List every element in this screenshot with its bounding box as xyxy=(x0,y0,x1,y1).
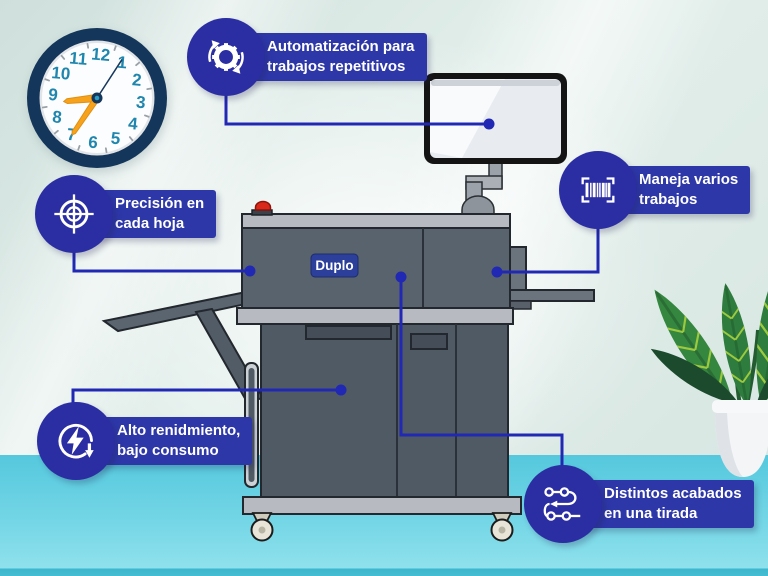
clock-number: 3 xyxy=(135,93,146,113)
target-icon xyxy=(35,175,113,253)
barcode-icon xyxy=(559,151,637,229)
connector-dot xyxy=(483,118,495,130)
power-saving-icon xyxy=(37,402,115,480)
callout-text-line: en una tirada xyxy=(604,505,698,522)
clock-number: 4 xyxy=(127,114,139,134)
callout-text-line: Precisión en xyxy=(115,195,205,212)
plant-pot xyxy=(712,400,768,477)
duplo-machine-illustration: Duplo xyxy=(101,73,595,542)
callout-text-line: Automatización para xyxy=(267,38,415,55)
screen-arm xyxy=(461,159,503,216)
connector-dot xyxy=(491,266,503,278)
callout-text-line: trabajos xyxy=(639,191,698,208)
connector-dot xyxy=(335,384,347,396)
clock-number: 10 xyxy=(51,63,72,84)
control-screen xyxy=(424,73,567,164)
gear-sync-icon xyxy=(187,18,265,96)
clock-number: 1 xyxy=(117,53,128,73)
callout-automation: Automatización para trabajos repetitivos xyxy=(187,18,427,96)
connector-multi-jobs xyxy=(499,228,600,274)
callout-text-line: bajo consumo xyxy=(117,442,219,459)
clock-number: 12 xyxy=(91,44,112,65)
clock-number: 6 xyxy=(88,133,99,153)
vent-slot xyxy=(305,325,392,340)
callout-text-line: Maneja varios xyxy=(639,171,739,188)
plant-leaf-striped xyxy=(747,246,768,411)
caster-wheel xyxy=(490,512,514,542)
vent-slot xyxy=(410,333,448,350)
callout-text-line: trabajos repetitivos xyxy=(267,58,406,75)
potted-plant xyxy=(643,246,768,477)
clock-number: 5 xyxy=(110,129,121,149)
plant-leaf-striped xyxy=(713,281,759,409)
callout-finishes: Distintos acabados en una tirada xyxy=(524,465,754,543)
machine-head xyxy=(241,213,511,309)
callout-text-line: cada hoja xyxy=(115,215,185,232)
connector-precision xyxy=(72,251,248,273)
connector-finishes xyxy=(399,279,564,466)
connector-efficiency xyxy=(71,388,339,403)
duplo-logo-text: Duplo xyxy=(315,258,353,273)
machine-base xyxy=(242,496,522,515)
clock-number: 8 xyxy=(52,107,63,127)
connector-dot xyxy=(395,271,407,283)
callout-text-line: Alto renidmiento, xyxy=(117,422,241,439)
wall-clock: 12 1 2 3 4 5 6 7 8 9 10 11 xyxy=(27,28,167,168)
clock-number: 11 xyxy=(69,48,89,68)
callout-precision: Precisión en cada hoja xyxy=(35,175,217,253)
callout-text-line: Distintos acabados xyxy=(604,485,742,502)
emergency-stop-button xyxy=(251,200,273,216)
connector-automation xyxy=(224,95,487,126)
callout-multi-jobs: Maneja varios trabajos xyxy=(559,151,751,229)
connector-dot xyxy=(244,265,256,277)
caster-wheel xyxy=(250,512,274,542)
duplo-logo-badge: Duplo xyxy=(310,253,359,278)
clock-number: 2 xyxy=(131,70,142,90)
clock-number: 9 xyxy=(48,85,59,105)
callout-efficiency: Alto renidmiento, bajo consumo xyxy=(37,402,253,480)
machine-cabinet xyxy=(260,323,509,499)
workflow-icon xyxy=(524,465,602,543)
